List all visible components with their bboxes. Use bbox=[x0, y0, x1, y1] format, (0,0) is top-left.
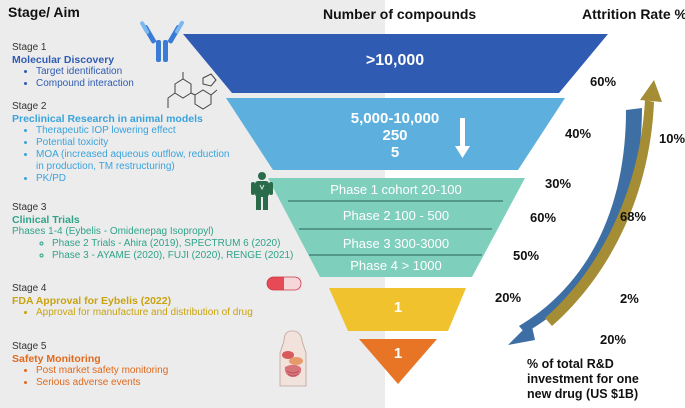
funnel-level-5 bbox=[359, 339, 437, 384]
investment-rate: 10% bbox=[659, 131, 685, 146]
attrition-rate: 30% bbox=[545, 176, 572, 191]
attrition-rate: 20% bbox=[495, 290, 522, 305]
stage-header: Stage/ Aim bbox=[8, 4, 80, 20]
funnel-level-3 bbox=[268, 178, 525, 277]
stage-3: Stage 3 Clinical Trials Phases 1-4 (Eybe… bbox=[12, 202, 293, 262]
attrition-rate: 40% bbox=[565, 126, 592, 141]
compounds-header: Number of compounds bbox=[323, 6, 477, 22]
investment-arrow-blue-head bbox=[508, 322, 535, 345]
molecule-icon bbox=[167, 72, 218, 110]
stage-2-bullet: PK/PD bbox=[36, 173, 229, 185]
level-2-count: 5,000-10,000 bbox=[350, 110, 440, 127]
phase-4-label: Phase 4 > 1000 bbox=[350, 258, 442, 273]
stage-5-bullet: Post market safety monitoring bbox=[36, 365, 168, 377]
antibody-icon bbox=[140, 20, 184, 62]
phase-3-label: Phase 3 300-3000 bbox=[342, 236, 450, 251]
level-4-count: 1 bbox=[393, 299, 403, 316]
level-2-count: 250 bbox=[382, 127, 408, 144]
down-arrow-icon bbox=[455, 118, 470, 158]
stage-4-bullets: Approval for manufacture and distributio… bbox=[12, 307, 253, 319]
stage-5: Stage 5 Safety Monitoring Post market sa… bbox=[12, 341, 168, 389]
attrition-arrow-olive bbox=[545, 100, 654, 326]
stage-3-sub-bullet: Phase 3 - AYAME (2020), FUJI (2020), REN… bbox=[52, 250, 293, 262]
attrition-rate: 60% bbox=[590, 74, 617, 89]
attrition-rate: 60% bbox=[530, 210, 557, 225]
level-1-count: >10,000 bbox=[365, 52, 425, 69]
stage-4-number: Stage 4 bbox=[12, 283, 47, 294]
level-5-count: 1 bbox=[393, 345, 403, 362]
level-2-count: 5 bbox=[390, 144, 400, 161]
stage-3-sub-bullet: Phase 2 Trials - Ahira (2019), SPECTRUM … bbox=[52, 238, 293, 250]
attrition-arrow-olive-head bbox=[640, 80, 662, 102]
stage-4-bullet: Approval for manufacture and distributio… bbox=[36, 307, 253, 319]
investment-rate: 68% bbox=[620, 209, 647, 224]
stage-2-bullet: Therapeutic IOP lowering effect bbox=[36, 125, 229, 137]
stage-3-sub-bullets: Phase 2 Trials - Ahira (2019), SPECTRUM … bbox=[36, 238, 293, 262]
stage-3-number: Stage 3 bbox=[12, 202, 47, 213]
footnote-line: new drug (US $1B) bbox=[527, 387, 639, 401]
stage-5-bullet: Serious adverse events bbox=[36, 377, 168, 389]
stage-1: Stage 1 Molecular Discovery Target ident… bbox=[12, 42, 134, 90]
funnel-level-4 bbox=[329, 288, 466, 331]
phase-2-label: Phase 2 100 - 500 bbox=[342, 208, 450, 223]
stage-5-bullets: Post market safety monitoring Serious ad… bbox=[12, 365, 168, 389]
phase-1-label: Phase 1 cohort 20-100 bbox=[330, 182, 462, 197]
person-icon bbox=[251, 172, 273, 210]
stage-4-title: FDA Approval for Eybelis (2022) bbox=[12, 295, 172, 307]
footnote-line: investment for one bbox=[527, 372, 639, 386]
stage-2-bullets: Therapeutic IOP lowering effect Potentia… bbox=[12, 125, 229, 185]
footnote-line: % of total R&D bbox=[527, 357, 614, 371]
stage-3-phases-line: Phases 1-4 (Eybelis - Omidenepag Isoprop… bbox=[12, 226, 214, 237]
attrition-header: Attrition Rate % bbox=[582, 6, 685, 22]
funnel-level-1 bbox=[183, 34, 608, 93]
stage-1-bullet: Compound interaction bbox=[36, 78, 134, 90]
stage-2-bullet: Potential toxicity bbox=[36, 137, 229, 149]
stage-2-bullet-continued: in production, TM restructuring) bbox=[36, 161, 175, 172]
stage-2: Stage 2 Preclinical Research in animal m… bbox=[12, 101, 229, 185]
level-2-counts: 5,000-10,000 250 5 bbox=[320, 110, 470, 161]
funnel-level-2 bbox=[226, 98, 565, 170]
pill-icon bbox=[266, 276, 302, 291]
investment-rate: 20% bbox=[600, 332, 627, 347]
stage-2-number: Stage 2 bbox=[12, 101, 47, 112]
stage-1-bullet: Target identification bbox=[36, 66, 134, 78]
stage-2-bullet: MOA (increased aqueous outflow, reductio… bbox=[36, 149, 229, 161]
investment-rate: 2% bbox=[620, 291, 639, 306]
organs-icon bbox=[279, 330, 307, 387]
stage-1-number: Stage 1 bbox=[12, 42, 47, 53]
stage-1-bullets: Target identification Compound interacti… bbox=[12, 66, 134, 90]
stage-2-title: Preclinical Research in animal models bbox=[12, 113, 203, 125]
stage-4: Stage 4 FDA Approval for Eybelis (2022) … bbox=[12, 283, 253, 319]
attrition-rate: 50% bbox=[513, 248, 540, 263]
stage-3-title: Clinical Trials bbox=[12, 214, 80, 226]
stage-1-title: Molecular Discovery bbox=[12, 54, 115, 66]
investment-footnote: % of total R&D investment for one new dr… bbox=[527, 357, 639, 402]
stage-5-number: Stage 5 bbox=[12, 341, 47, 352]
stage-5-title: Safety Monitoring bbox=[12, 353, 101, 365]
